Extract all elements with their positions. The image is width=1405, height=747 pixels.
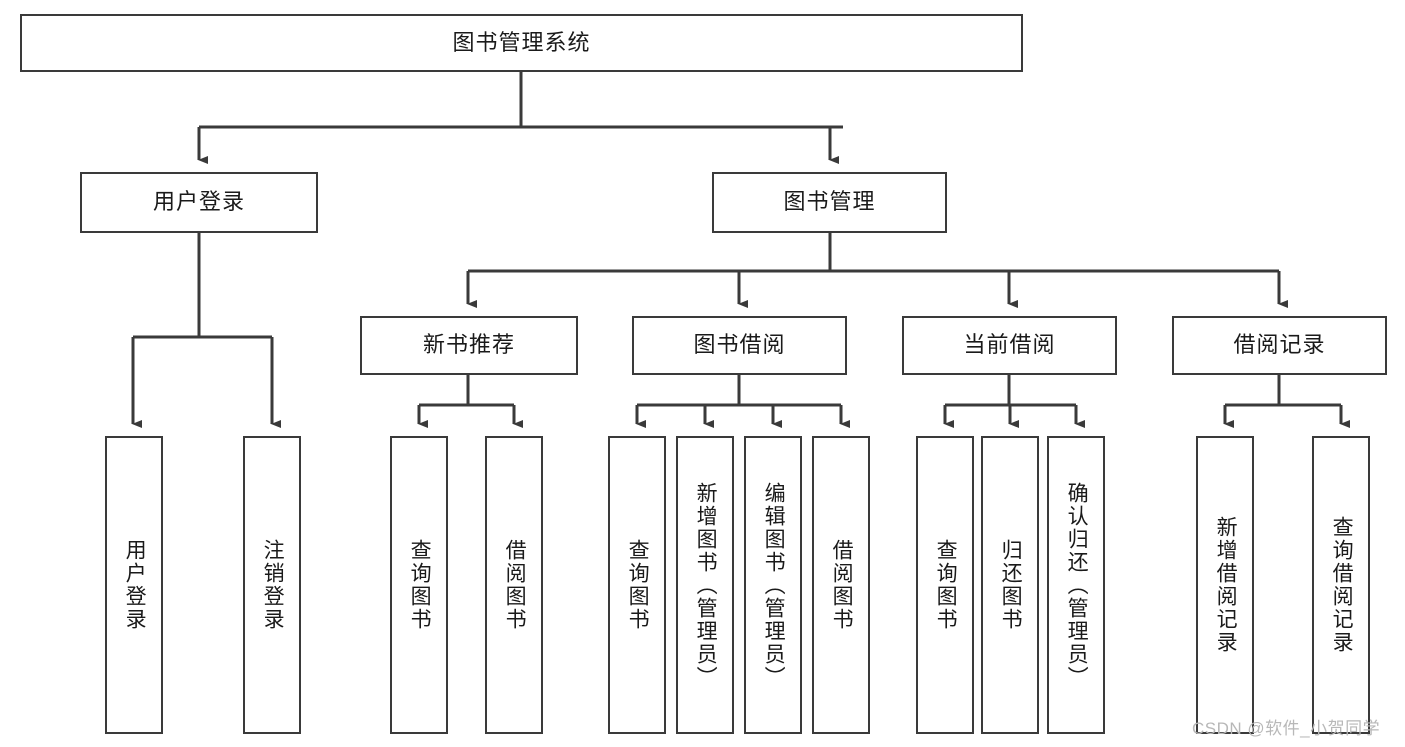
node-root[interactable]: 图书管理系统	[20, 14, 1023, 72]
leaf-edit-book[interactable]: 编辑图书（管理员）	[744, 436, 802, 734]
leaf-query-book-1[interactable]: 查询图书	[390, 436, 448, 734]
leaf-user-login-label: 用户登录	[123, 539, 147, 631]
node-current-borrow-label: 当前借阅	[963, 332, 1056, 358]
leaf-logout-login[interactable]: 注销登录	[243, 436, 301, 734]
node-book-borrow[interactable]: 图书借阅	[632, 316, 847, 375]
root-to-level2-connectors	[197, 72, 843, 164]
leaf-add-record[interactable]: 新增借阅记录	[1196, 436, 1254, 734]
node-user-login-label: 用户登录	[152, 189, 245, 215]
leaf-add-book-label: 新增图书（管理员）	[694, 481, 718, 689]
node-new-book-recommend[interactable]: 新书推荐	[360, 316, 578, 375]
node-new-book-recommend-label: 新书推荐	[422, 332, 515, 358]
leaf-confirm-return[interactable]: 确认归还（管理员）	[1047, 436, 1105, 734]
borrow-record-to-leaves-connectors	[1223, 375, 1350, 428]
csdn-watermark: CSDN @软件_小贺同学	[1192, 719, 1381, 738]
leaf-return-book[interactable]: 归还图书	[981, 436, 1039, 734]
node-user-login[interactable]: 用户登录	[80, 172, 318, 233]
book-manage-to-level3-connectors	[466, 233, 1288, 308]
leaf-confirm-return-label: 确认归还（管理员）	[1065, 481, 1089, 689]
leaf-borrow-book-1-label: 借阅图书	[503, 539, 527, 631]
leaf-query-book-2-label: 查询图书	[626, 539, 650, 631]
node-borrow-record-label: 借阅记录	[1233, 332, 1326, 358]
node-book-manage-label: 图书管理	[783, 189, 876, 215]
leaf-add-book[interactable]: 新增图书（管理员）	[676, 436, 734, 734]
node-current-borrow[interactable]: 当前借阅	[902, 316, 1117, 375]
leaf-query-record-label: 查询借阅记录	[1330, 516, 1354, 654]
node-book-manage[interactable]: 图书管理	[712, 172, 947, 233]
leaf-logout-login-label: 注销登录	[261, 539, 285, 631]
leaf-query-book-3-label: 查询图书	[934, 539, 958, 631]
leaf-query-book-2[interactable]: 查询图书	[608, 436, 666, 734]
user-login-to-leaves-connectors	[131, 233, 281, 428]
leaf-borrow-book-2[interactable]: 借阅图书	[812, 436, 870, 734]
book-borrow-to-leaves-connectors	[635, 375, 850, 428]
current-borrow-to-leaves-connectors	[943, 375, 1085, 428]
leaf-borrow-book-2-label: 借阅图书	[830, 539, 854, 631]
leaf-borrow-book-1[interactable]: 借阅图书	[485, 436, 543, 734]
leaf-edit-book-label: 编辑图书（管理员）	[762, 481, 786, 689]
leaf-user-login[interactable]: 用户登录	[105, 436, 163, 734]
leaf-query-record[interactable]: 查询借阅记录	[1312, 436, 1370, 734]
node-borrow-record[interactable]: 借阅记录	[1172, 316, 1387, 375]
leaf-query-book-3[interactable]: 查询图书	[916, 436, 974, 734]
leaf-add-record-label: 新增借阅记录	[1214, 516, 1238, 654]
new-book-recommend-to-leaves-connectors	[417, 375, 523, 428]
leaf-query-book-1-label: 查询图书	[408, 539, 432, 631]
leaf-return-book-label: 归还图书	[999, 539, 1023, 631]
node-root-label: 图书管理系统	[452, 29, 591, 55]
node-book-borrow-label: 图书借阅	[693, 332, 786, 358]
